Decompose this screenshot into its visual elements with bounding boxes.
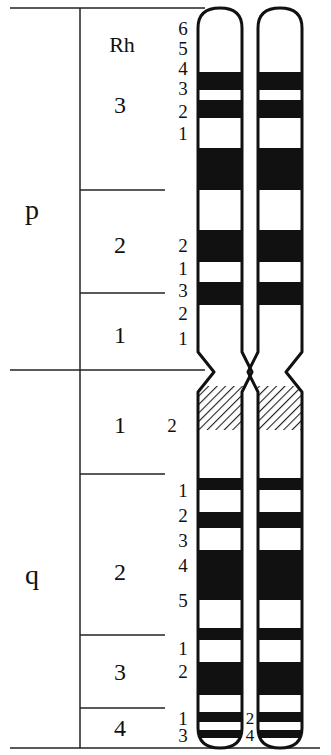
locus-label: Rh <box>109 34 135 56</box>
arm-label: q <box>25 561 39 589</box>
band-number: 4 <box>178 556 188 575</box>
dark-band <box>195 148 245 190</box>
region-cell: 2 <box>80 474 165 635</box>
hatched-band <box>195 386 245 430</box>
hatched-band <box>255 386 305 430</box>
bracket-lines <box>10 8 320 748</box>
region-cell: 1 <box>80 370 165 474</box>
band-number: 5 <box>178 39 188 58</box>
band-number: 3 <box>178 531 188 550</box>
chromatid-outline <box>198 8 252 748</box>
dark-band <box>255 148 305 190</box>
band-group <box>255 72 305 738</box>
dark-band <box>195 282 245 305</box>
dark-band <box>195 512 245 528</box>
region-line <box>80 292 165 294</box>
region-number: 1 <box>114 413 126 437</box>
region-number: 3 <box>114 93 126 117</box>
region-line <box>80 189 165 191</box>
band-number: 2 <box>178 304 188 323</box>
dark-band <box>255 550 305 600</box>
region-cell: 3 <box>80 635 165 708</box>
dark-band <box>255 712 305 722</box>
bracket-line <box>10 369 205 371</box>
region-cell: 1 <box>80 293 165 370</box>
band-number: 2 <box>178 102 188 121</box>
region-number: 4 <box>114 716 126 740</box>
band-number: 1 <box>178 639 188 658</box>
band-number: 6 <box>178 19 188 38</box>
region-line <box>80 634 165 636</box>
region-cell: 2 <box>80 190 165 293</box>
dark-band <box>195 230 245 262</box>
region-number: 3 <box>114 660 126 684</box>
band-number: 3 <box>178 79 188 98</box>
dark-band <box>255 230 305 262</box>
band-number: 2 <box>178 506 188 525</box>
dark-band <box>195 100 245 118</box>
band-number: 2 <box>178 236 188 255</box>
band-number: 1 <box>178 259 188 278</box>
region-number: 2 <box>114 233 126 257</box>
dark-band <box>255 730 305 738</box>
dark-band <box>255 282 305 305</box>
band-number: 3 <box>178 726 188 745</box>
chromatid-outline <box>248 8 302 748</box>
region-number: 1 <box>114 323 126 347</box>
bracket-line <box>10 7 205 9</box>
region-cell: 4 <box>80 708 165 748</box>
region-line <box>80 707 165 709</box>
band-group <box>195 72 245 738</box>
dark-band <box>195 628 245 640</box>
region-number: 2 <box>114 560 126 584</box>
band-number: 2 <box>167 416 177 435</box>
band-number: 2 <box>178 662 188 681</box>
dark-band <box>195 478 245 490</box>
band-number: 1 <box>178 329 188 348</box>
region-line <box>80 473 165 475</box>
band-number: 5 <box>178 591 188 610</box>
dark-band <box>255 72 305 90</box>
dark-band <box>255 512 305 528</box>
band-number: 1 <box>178 124 188 143</box>
band-number: 3 <box>178 281 188 300</box>
band-number: 4 <box>178 59 188 78</box>
dark-band <box>195 662 245 695</box>
dark-band <box>195 730 245 738</box>
bracket-line <box>79 8 81 748</box>
band-number: 1 <box>178 481 188 500</box>
band-number: 2 <box>246 710 255 727</box>
dark-band <box>255 662 305 695</box>
dark-band <box>255 628 305 640</box>
dark-band <box>195 712 245 722</box>
band-number: 4 <box>246 727 255 744</box>
dark-band <box>255 100 305 118</box>
arm-label: p <box>25 196 39 224</box>
arm-region: q 1 2 3 4 <box>10 370 165 748</box>
arm-region: p 3 2 1 <box>10 8 165 370</box>
dark-band <box>195 72 245 90</box>
dark-band <box>195 550 245 600</box>
dark-band <box>255 478 305 490</box>
